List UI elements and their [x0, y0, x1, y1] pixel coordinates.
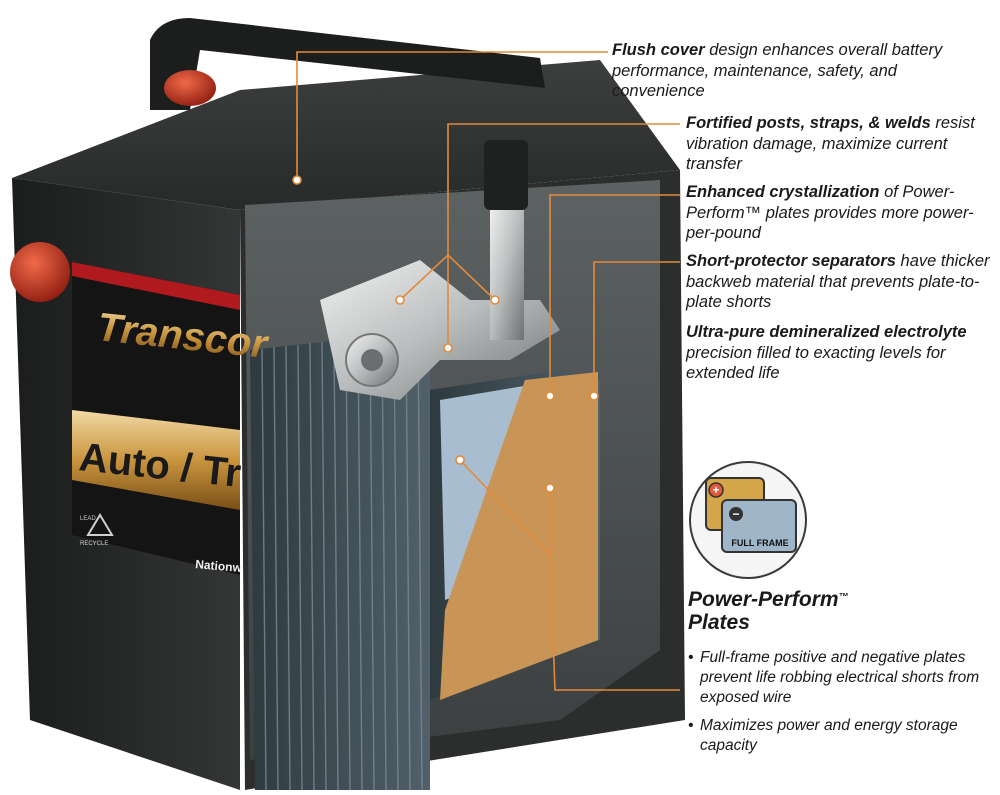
plate-lines [261, 330, 423, 791]
plus-icon: + [712, 483, 719, 497]
badge-label: FULL FRAME [731, 538, 788, 548]
callout-crystallization: Enhanced crystallization of Power-Perfor… [686, 183, 974, 242]
battery-label: Transcor Auto / Tr Nationw LEAD RECYCLE [72, 262, 272, 575]
recycle-icon [86, 513, 114, 536]
plates-title: Power-Perform™ Plates [688, 588, 849, 634]
callout-dots [292, 175, 599, 493]
list-item: •Full-frame positive and negative plates… [688, 649, 980, 706]
full-frame-badge: + − FULL FRAME [689, 461, 807, 579]
callout-electrolyte: Ultra-pure demineralized electrolyte pre… [686, 323, 967, 382]
post-column [490, 200, 524, 340]
plate-gold [440, 372, 598, 700]
minus-icon: − [732, 507, 739, 521]
label-recycle-lead: LEAD [80, 516, 96, 522]
callout-flush-cover: Flush cover design enhances overall batt… [612, 41, 943, 100]
label-recycle-text: RECYCLE [80, 541, 108, 547]
negative-terminal [484, 140, 528, 210]
side-terminal-cap [10, 242, 70, 302]
plates-bullet-list: •Full-frame positive and negative plates… [688, 648, 988, 764]
label-footer: Nationw [195, 557, 243, 575]
callout-lines [296, 51, 680, 691]
handle [150, 18, 545, 110]
list-item: •Maximizes power and energy storage capa… [688, 717, 958, 754]
positive-terminal-cap [164, 70, 216, 106]
callout-separators: Short-protector separators have thicker … [686, 252, 990, 311]
callout-fortified-posts: Fortified posts, straps, & welds resist … [686, 114, 975, 173]
